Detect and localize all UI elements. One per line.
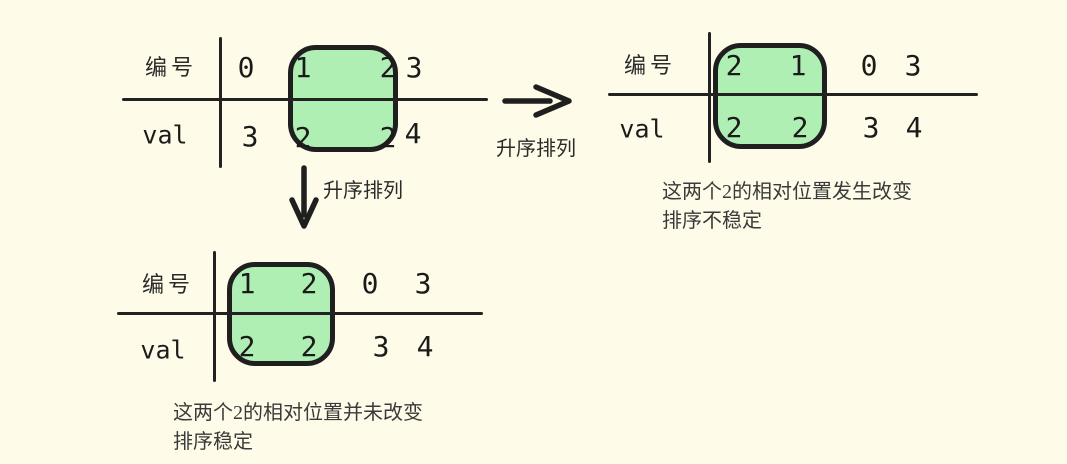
row-label-index: 编号 [623, 53, 677, 78]
caption-stable: 这两个2的相对位置并未改变 排序稳定 [173, 399, 423, 457]
arrow-right-icon [502, 84, 572, 118]
table-cell: 2 [379, 121, 397, 154]
table-cell: 3 [862, 111, 880, 144]
row-label-val: val [619, 114, 665, 144]
table-cell: 2 [238, 330, 256, 363]
table-cell: 3 [405, 51, 423, 84]
caption-unstable-line2: 排序不稳定 [662, 210, 762, 232]
table-cell: 2 [300, 330, 318, 363]
table-cell: 3 [904, 49, 922, 82]
row-label-index: 编号 [141, 272, 195, 297]
arrow-down-icon [289, 165, 319, 229]
row-label-val: val [140, 335, 186, 365]
row-label-val: val [142, 120, 188, 150]
row-label-index: 编号 [144, 55, 198, 80]
table-divider-horizontal [122, 98, 488, 101]
caption-stable-line1: 这两个2的相对位置并未改变 [173, 402, 423, 424]
table-cell: 3 [414, 267, 432, 300]
table-divider-vertical [219, 37, 222, 168]
table-cell: 0 [361, 267, 379, 300]
table-cell: 1 [789, 49, 807, 82]
table-cell: 2 [294, 121, 312, 154]
table-cell: 2 [725, 49, 743, 82]
table-divider-horizontal [608, 93, 978, 96]
sort-ascending-label: 升序排列 [323, 180, 403, 202]
table-cell: 2 [791, 111, 809, 144]
table-cell: 0 [860, 49, 878, 82]
caption-unstable-line1: 这两个2的相对位置发生改变 [662, 181, 912, 203]
table-cell: 1 [294, 51, 312, 84]
table-cell: 1 [238, 267, 256, 300]
table-cell: 2 [725, 111, 743, 144]
table-divider-vertical [213, 251, 216, 382]
table-divider-vertical [708, 32, 711, 163]
table-cell: 0 [237, 51, 255, 84]
sort-ascending-label: 升序排列 [496, 138, 576, 160]
caption-stable-line2: 排序稳定 [173, 431, 253, 453]
table-cell: 3 [372, 330, 390, 363]
table-divider-horizontal [117, 312, 483, 315]
table-cell: 4 [416, 330, 434, 363]
table-cell: 2 [300, 267, 318, 300]
caption-unstable: 这两个2的相对位置发生改变 排序不稳定 [662, 178, 912, 236]
table-cell: 4 [905, 111, 923, 144]
table-cell: 2 [379, 51, 397, 84]
duplicate-pair-highlight [713, 43, 827, 149]
table-cell: 4 [404, 117, 422, 150]
table-cell: 3 [241, 120, 259, 153]
